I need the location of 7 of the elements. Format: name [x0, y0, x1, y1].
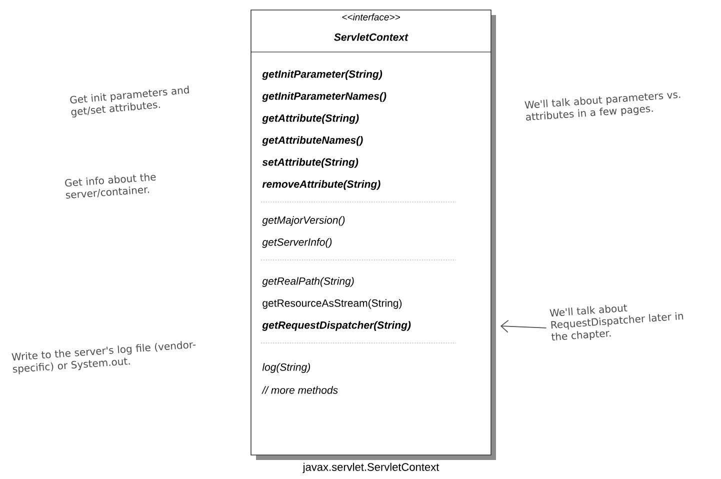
class-caption: javax.servlet.ServletContext	[302, 462, 440, 474]
arrow	[500, 320, 547, 333]
handwritten-note: Write to the server's log file (vendor-specific) or System.out.	[12, 341, 196, 374]
handwritten-note: We'll talk about RequestDispatcher later in the chapter.	[550, 304, 684, 340]
handwritten-note: Get init parameters and get/set attributes.	[70, 86, 190, 118]
handwritten-note: We'll talk about parameters vs. attributes in a few pages.	[524, 92, 680, 121]
handwritten-note: Get info about the server/container.	[65, 173, 156, 199]
